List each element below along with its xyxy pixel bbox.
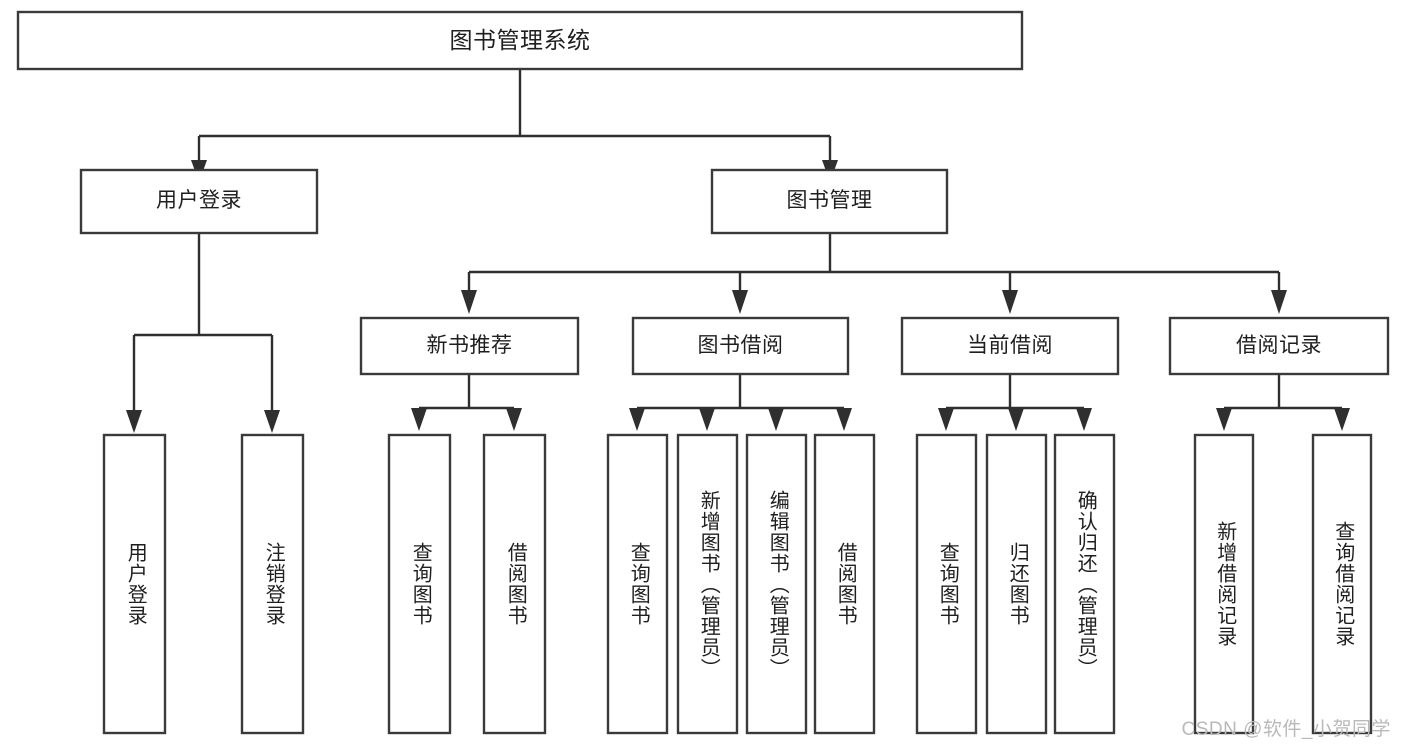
- arrowhead-to-borrowrecord: [1271, 290, 1287, 314]
- arrowhead-to-leaf-7: [768, 408, 784, 431]
- leaf-box-return-book: [985, 433, 1048, 735]
- leaf-box-user-login: [102, 433, 167, 735]
- leaf-box-logout-login: [240, 433, 305, 735]
- node-box-current-borrow: [900, 316, 1120, 376]
- node-box-book-borrow: [631, 316, 850, 376]
- arrowhead-to-leaf-9: [938, 408, 954, 431]
- node-box-borrow-record: [1168, 316, 1390, 376]
- node-box-new-book-rec: [359, 316, 580, 376]
- arrow-heads: [126, 160, 1350, 433]
- leaf-box-add-borrow-rec: [1193, 433, 1255, 735]
- leaf-box-query-book-rec: [387, 433, 452, 735]
- arrowhead-to-leaf-11: [1076, 408, 1092, 431]
- node-box-book-manage: [710, 168, 949, 235]
- arrowhead-to-leaf-10: [1008, 408, 1024, 431]
- leaf-box-add-book-admin: [676, 433, 739, 735]
- arrowhead-to-leaf-1: [126, 410, 142, 433]
- arrowhead-to-leaf-8: [836, 408, 852, 431]
- arrowhead-to-leaf-5: [629, 408, 645, 431]
- arrowhead-to-leaf-3: [411, 408, 427, 431]
- leaf-box-borrow-book-bor: [813, 433, 876, 735]
- node-boxes: [16, 10, 1390, 735]
- arrowhead-to-newbook: [461, 290, 477, 314]
- arrowhead-to-leaf-12: [1216, 408, 1232, 431]
- arrowhead-to-currentborrow: [1002, 290, 1018, 314]
- arrowhead-to-leaf-4: [506, 408, 522, 431]
- leaf-box-query-book-cur: [915, 433, 978, 735]
- node-box-root: [16, 10, 1024, 71]
- node-box-user-login: [79, 168, 319, 235]
- leaf-box-edit-book-admin: [745, 433, 808, 735]
- leaf-box-confirm-return: [1053, 433, 1116, 735]
- leaf-box-query-borrow-rec: [1311, 433, 1373, 735]
- arrowhead-to-bookborrow: [732, 290, 748, 314]
- arrowhead-to-leaf-2: [264, 410, 280, 433]
- leaf-box-query-book-bor: [606, 433, 669, 735]
- leaf-box-borrow-book-rec: [482, 433, 547, 735]
- arrowhead-to-leaf-6: [699, 408, 715, 431]
- arrowhead-to-leaf-13: [1334, 408, 1350, 431]
